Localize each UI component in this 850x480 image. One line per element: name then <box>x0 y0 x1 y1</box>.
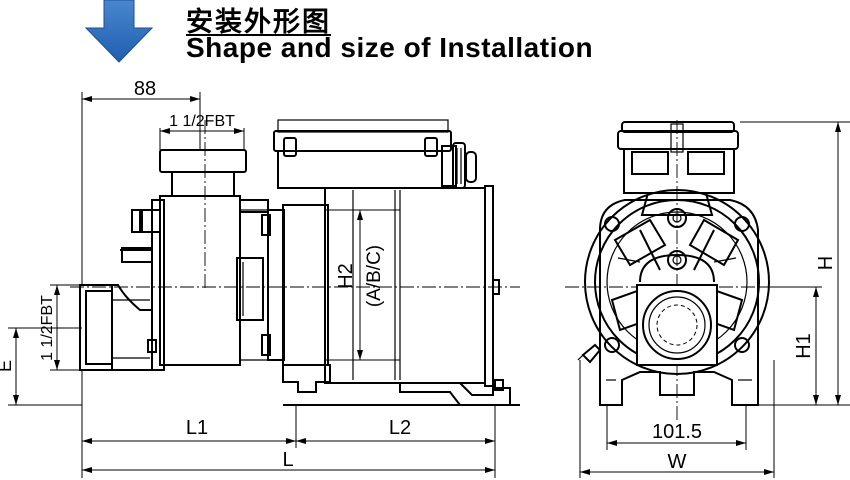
dim-h1-label: H1 <box>793 333 815 359</box>
dim-101-5-label: 101.5 <box>652 421 702 443</box>
title-english: Shape and size of Installation <box>186 32 594 63</box>
dim-side-fitting-label: 1 1/2FBT <box>39 295 56 361</box>
dim-h2-label: H2 <box>335 263 357 289</box>
dim-h-label: H <box>815 256 837 270</box>
dim-top-fitting-label: 1 1/2FBT <box>169 113 235 130</box>
dim-e-label: E <box>0 360 15 372</box>
dim-l-label: L <box>282 449 293 471</box>
dim-l2-label: L2 <box>389 417 411 439</box>
dim-88-label: 88 <box>134 78 156 100</box>
dim-l1-label: L1 <box>186 417 208 439</box>
title-chinese: 安装外形图 <box>186 7 331 38</box>
dim-h2-variants-label: (A/B/C) <box>364 245 385 307</box>
dim-w-label: W <box>668 451 687 473</box>
